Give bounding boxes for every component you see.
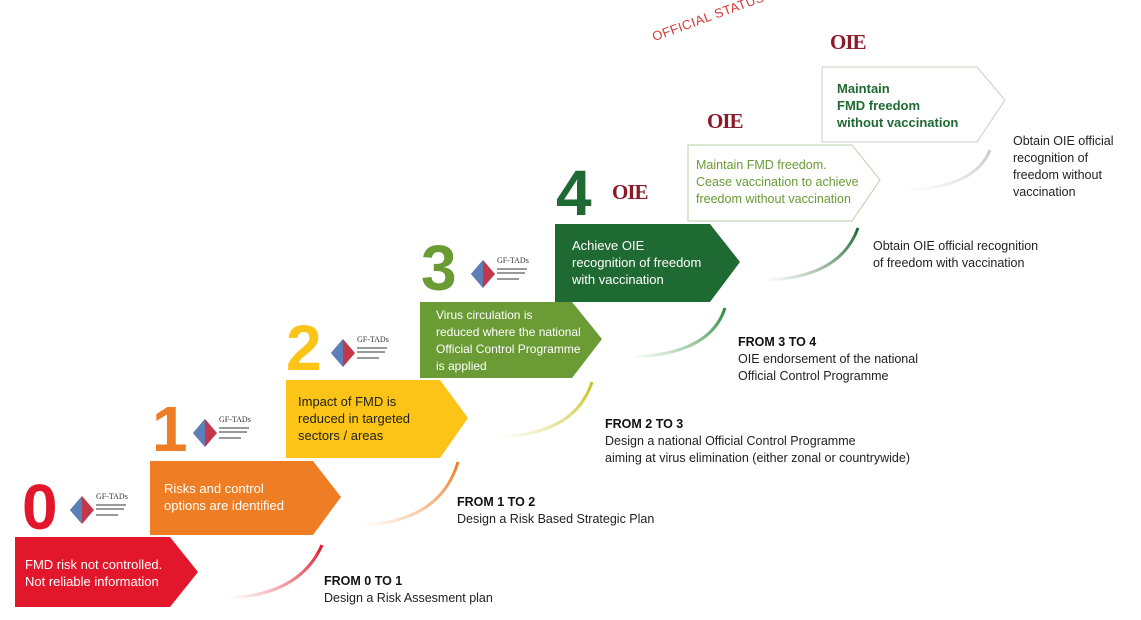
gf-tads-logo-text: GF-TADs [219, 415, 251, 424]
stage-1-line: Risks and control [164, 481, 264, 496]
stage-0-text: FMD risk not controlled. Not reliable in… [25, 556, 162, 590]
oie-logo-4: OIE [612, 180, 649, 204]
stage-1-number: 1 [152, 393, 188, 465]
stage-2-line: sectors / areas [298, 428, 384, 443]
transition-2-3-title: FROM 2 TO 3 [605, 417, 684, 431]
stage-6-text: Maintain FMD freedom without vaccination [837, 80, 958, 131]
transition-4-5-swoosh [764, 227, 860, 282]
transition-5-6: Obtain OIE official recognition of freed… [1013, 133, 1114, 201]
transition-3-4-swoosh [629, 307, 727, 359]
transition-3-4: FROM 3 TO 4 OIE endorsement of the natio… [738, 334, 918, 385]
transition-4-5-line: of freedom with vaccination [873, 256, 1025, 270]
stage-0-line: FMD risk not controlled. [25, 557, 163, 572]
stage-4-line: Achieve OIE [572, 238, 645, 253]
transition-1-2-title: FROM 1 TO 2 [457, 495, 536, 509]
transition-1-2-text: Design a Risk Based Strategic Plan [457, 512, 655, 526]
gf-tads-logo-text: GF-TADs [96, 492, 128, 501]
stage-5-text: Maintain FMD freedom. Cease vaccination … [696, 157, 859, 208]
stage-6-line: FMD freedom [837, 98, 921, 113]
gf-tads-logo-3: GF-TADs [471, 256, 531, 292]
transition-2-3-swoosh [496, 381, 594, 439]
gf-tads-logo-0: GF-TADs [70, 492, 130, 528]
transition-0-1-swoosh [227, 544, 324, 600]
stage-4-line: recognition of freedom [572, 255, 702, 270]
transition-4-5: Obtain OIE official recognition of freed… [873, 238, 1038, 272]
gf-tads-logo-2: GF-TADs [331, 335, 391, 371]
stage-4-line: with vaccination [572, 272, 664, 287]
transition-5-6-line: Obtain OIE official [1013, 134, 1114, 148]
oie-logo-5: OIE [707, 109, 744, 133]
transition-2-3: FROM 2 TO 3 Design a national Official C… [605, 416, 910, 467]
stage-4-number: 4 [556, 157, 592, 229]
stage-4-arrow [555, 224, 740, 302]
stage-2-arrow [286, 380, 468, 458]
transition-5-6-line: freedom without [1013, 168, 1102, 182]
stage-6-arrow [821, 66, 1006, 143]
stage-1-text: Risks and control options are identified [164, 480, 284, 514]
transition-5-6-line: recognition of [1013, 151, 1089, 165]
transition-0-1-title: FROM 0 TO 1 [324, 574, 403, 588]
stage-3-line: Virus circulation is [436, 308, 533, 322]
transition-0-1-text: Design a Risk Assesment plan [324, 591, 493, 605]
stage-4-text: Achieve OIE recognition of freedom with … [572, 237, 701, 288]
stage-5-line: Cease vaccination to achieve [696, 175, 859, 189]
transition-3-4-line: OIE endorsement of the national [738, 352, 918, 366]
transition-2-3-line: Design a national Official Control Progr… [605, 434, 856, 448]
stage-3-number: 3 [421, 232, 457, 304]
transition-3-4-title: FROM 3 TO 4 [738, 335, 817, 349]
transition-1-2: FROM 1 TO 2 Design a Risk Based Strategi… [457, 494, 654, 528]
transition-4-5-line: Obtain OIE official recognition [873, 239, 1039, 253]
gf-tads-logo-text: GF-TADs [497, 256, 529, 265]
transition-5-6-line: vaccination [1013, 185, 1076, 199]
stage-1-line: options are identified [164, 498, 284, 513]
stage-3-line: Official Control Programme [436, 342, 581, 356]
transition-5-6-swoosh [904, 149, 992, 192]
stage-3-text: Virus circulation is reduced where the n… [436, 307, 581, 375]
stage-0-line: Not reliable information [25, 574, 159, 589]
stage-3-line: is applied [436, 359, 487, 373]
stage-5-arrow [687, 144, 881, 222]
stage-3-line: reduced where the national [436, 325, 581, 339]
stage-2-line: reduced in targeted [298, 411, 411, 426]
stage-6-line: Maintain [837, 81, 890, 96]
gf-tads-logo-text: GF-TADs [357, 335, 389, 344]
stage-1-arrow [150, 461, 341, 535]
oie-logo-6: OIE [830, 30, 867, 54]
gf-tads-logo-1: GF-TADs [193, 415, 253, 451]
transition-0-1: FROM 0 TO 1 Design a Risk Assesment plan [324, 573, 493, 607]
transition-2-3-line: aiming at virus elimination (either zona… [605, 451, 910, 465]
stage-2-text: Impact of FMD is reduced in targeted sec… [298, 393, 410, 444]
stage-0-arrow [15, 537, 198, 607]
stage-0-number: 0 [22, 471, 58, 543]
stage-2-number: 2 [286, 312, 322, 384]
stage-5-line: Maintain FMD freedom. [696, 158, 827, 172]
stage-6-line: without vaccination [837, 115, 959, 130]
transition-1-2-swoosh [361, 461, 460, 527]
stage-3-arrow [420, 302, 602, 378]
stage-5-line: freedom without vaccination [696, 192, 851, 206]
transition-3-4-line: Official Control Programme [738, 369, 889, 383]
stage-2-line: Impact of FMD is [298, 394, 397, 409]
